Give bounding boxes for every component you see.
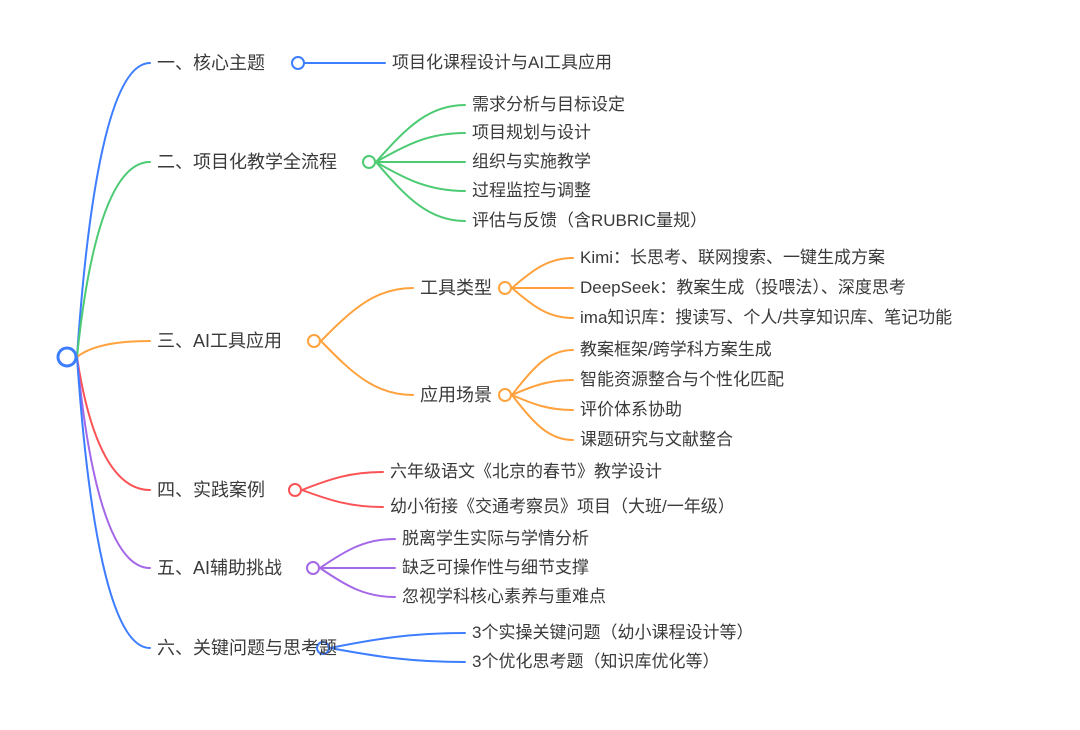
branch-practice-cases[interactable]: 四、实践案例 xyxy=(157,480,265,500)
connector-edge xyxy=(375,161,466,222)
node-handle-circle[interactable] xyxy=(306,561,320,575)
leaf-ignore-core-literacy[interactable]: 忽视学科核心素养与重难点 xyxy=(402,587,606,606)
connector-edge xyxy=(329,647,466,663)
leaf-deepseek[interactable]: DeepSeek：教案生成（投喂法）、深度思考 xyxy=(580,278,906,297)
connector-edge xyxy=(511,379,574,396)
root-node-circle[interactable] xyxy=(56,346,78,368)
node-handle-circle[interactable] xyxy=(307,334,321,348)
leaf-ima-knowledge-base[interactable]: ima知识库：搜读写、个人/共享知识库、笔记功能 xyxy=(580,308,953,327)
branch-pbl-full-process[interactable]: 二、项目化教学全流程 xyxy=(157,152,337,172)
leaf-preschool-project-case[interactable]: 幼小衔接《交通考察员》项目（大班/一年级） xyxy=(390,497,735,516)
connector-edge xyxy=(319,567,396,598)
connector-edge xyxy=(320,340,414,396)
leaf-resource-integration[interactable]: 智能资源整合与个性化匹配 xyxy=(580,370,784,389)
branch-core-topic[interactable]: 一、核心主题 xyxy=(157,53,265,73)
node-handle-circle[interactable] xyxy=(362,155,376,169)
connector-edge xyxy=(511,349,574,396)
node-handle-circle[interactable] xyxy=(498,388,512,402)
connector-edge xyxy=(511,394,574,441)
branch-ai-challenges[interactable]: 五、AI辅助挑战 xyxy=(157,558,283,578)
connector-edge xyxy=(511,394,574,411)
node-handle-circle[interactable] xyxy=(498,281,512,295)
branch-key-questions[interactable]: 六、关键问题与思考题 xyxy=(157,638,337,658)
leaf-lesson-framework[interactable]: 教案框架/跨学科方案生成 xyxy=(580,340,772,359)
leaf-research-literature[interactable]: 课题研究与文献整合 xyxy=(580,430,733,449)
leaf-grade6-chinese-case[interactable]: 六年级语文《北京的春节》教学设计 xyxy=(390,462,662,481)
connector-edge xyxy=(329,632,466,649)
leaf-lack-operability[interactable]: 缺乏可操作性与细节支撑 xyxy=(402,558,589,577)
connector-edge xyxy=(301,489,384,508)
connector-edge xyxy=(76,340,151,358)
connector-edge xyxy=(375,132,466,163)
leaf-optimization-questions[interactable]: 3个优化思考题（知识库优化等） xyxy=(472,652,720,671)
leaf-project-planning[interactable]: 项目规划与设计 xyxy=(472,123,591,142)
leaf-project-course-design[interactable]: 项目化课程设计与AI工具应用 xyxy=(392,53,613,72)
connector-edge xyxy=(319,538,396,569)
leaf-process-monitoring[interactable]: 过程监控与调整 xyxy=(472,181,591,200)
connector-edge xyxy=(76,356,151,569)
connector-edge xyxy=(76,356,151,491)
connector-edge xyxy=(76,62,151,358)
subnode-application-scenarios[interactable]: 应用场景 xyxy=(420,385,492,405)
branch-ai-tools[interactable]: 三、AI工具应用 xyxy=(157,331,283,351)
connector-edge xyxy=(301,471,384,491)
leaf-needs-analysis[interactable]: 需求分析与目标设定 xyxy=(472,95,625,114)
leaf-kimi[interactable]: Kimi：长思考、联网搜索、一键生成方案 xyxy=(580,248,886,267)
leaf-practical-key-questions[interactable]: 3个实操关键问题（幼小课程设计等） xyxy=(472,623,754,642)
connector-edge xyxy=(76,161,151,358)
connector-edge xyxy=(320,287,414,342)
connector-edge xyxy=(511,257,574,289)
node-handle-circle[interactable] xyxy=(291,56,305,70)
leaf-detached-from-students[interactable]: 脱离学生实际与学情分析 xyxy=(402,529,589,548)
node-handle-circle[interactable] xyxy=(288,483,302,497)
leaf-evaluation-feedback[interactable]: 评估与反馈（含RUBRIC量规） xyxy=(472,211,708,230)
node-handle-circle[interactable] xyxy=(316,641,330,655)
connector-edge xyxy=(375,104,466,163)
connector-edge xyxy=(76,356,151,649)
leaf-evaluation-assist[interactable]: 评价体系协助 xyxy=(580,400,682,419)
connector-edge xyxy=(511,287,574,319)
connector-edge xyxy=(375,161,466,192)
subnode-tool-types[interactable]: 工具类型 xyxy=(420,278,492,298)
leaf-organize-implement[interactable]: 组织与实施教学 xyxy=(472,152,591,171)
